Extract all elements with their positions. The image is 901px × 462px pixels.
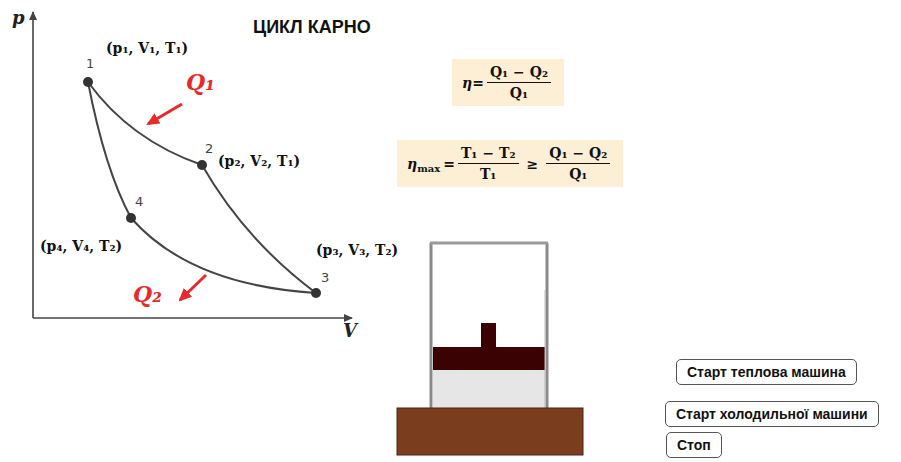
fraction: Q₁ − Q₂Q₁ bbox=[546, 145, 610, 182]
state-label: (p₁, V₁, T₁) bbox=[106, 40, 188, 56]
formula-box: η=Q₁ − Q₂Q₁ bbox=[452, 59, 564, 106]
point-number: 1 bbox=[86, 57, 94, 72]
heater-base bbox=[397, 408, 583, 455]
point-number: 2 bbox=[205, 142, 213, 157]
title: ЦИКЛ КАРНО bbox=[253, 17, 371, 38]
control-button: Старт теплова машина bbox=[676, 359, 857, 385]
control-button: Старт холодильної машини bbox=[665, 401, 879, 427]
v-axis bbox=[33, 317, 352, 319]
state-label: (p₄, V₄, T₂) bbox=[40, 238, 122, 254]
heat-arrow bbox=[180, 275, 206, 300]
cylinder-wall bbox=[545, 290, 546, 408]
state-point bbox=[311, 288, 321, 298]
state-point bbox=[197, 160, 207, 170]
state-point bbox=[83, 77, 93, 87]
gas bbox=[433, 370, 545, 408]
formula-box: ηmax=T₁ − T₂T₁ ≥ Q₁ − Q₂Q₁ bbox=[397, 140, 623, 187]
button-label: Старт теплова машина bbox=[687, 364, 846, 380]
cylinder-top bbox=[430, 242, 548, 245]
fraction-numerator: T₁ − T₂ bbox=[458, 145, 519, 164]
heat-arrow bbox=[148, 104, 182, 124]
piston-rod bbox=[481, 323, 496, 347]
button-label: Стоп bbox=[677, 437, 711, 453]
state-point bbox=[126, 213, 136, 223]
fraction-denominator: Q₁ bbox=[507, 83, 531, 101]
button-label: Старт холодильної машини bbox=[676, 406, 868, 422]
point-number: 3 bbox=[321, 271, 329, 286]
formula-operator: ≥ bbox=[527, 156, 539, 172]
axis-label: p bbox=[12, 8, 25, 29]
state-label: (p₂, V₂, T₁) bbox=[218, 153, 300, 169]
fraction: T₁ − T₂T₁ bbox=[458, 145, 519, 182]
adiabat-curve bbox=[202, 165, 316, 293]
axis-label: V bbox=[343, 321, 357, 342]
fraction: Q₁ − Q₂Q₁ bbox=[487, 64, 551, 101]
state-label: (p₃, V₃, T₂) bbox=[316, 242, 398, 258]
formula-subscript: max bbox=[417, 163, 440, 174]
fraction-numerator: Q₁ − Q₂ bbox=[487, 64, 551, 83]
formula-symbol: η bbox=[407, 156, 417, 172]
control-button: Стоп bbox=[666, 432, 722, 458]
point-number: 4 bbox=[135, 195, 143, 210]
fraction-denominator: Q₁ bbox=[566, 164, 590, 182]
formula-symbol: η= bbox=[462, 75, 484, 91]
piston bbox=[433, 347, 545, 370]
heat-label: Q₂ bbox=[133, 282, 162, 307]
fraction-numerator: Q₁ − Q₂ bbox=[546, 145, 610, 164]
p-axis bbox=[32, 12, 34, 318]
heat-label: Q₁ bbox=[186, 70, 215, 95]
fraction-denominator: T₁ bbox=[477, 164, 500, 182]
cylinder-wall bbox=[546, 243, 549, 410]
cylinder-wall bbox=[430, 243, 433, 410]
formula-symbol: = bbox=[443, 156, 455, 172]
adiabat-curve bbox=[88, 82, 131, 218]
